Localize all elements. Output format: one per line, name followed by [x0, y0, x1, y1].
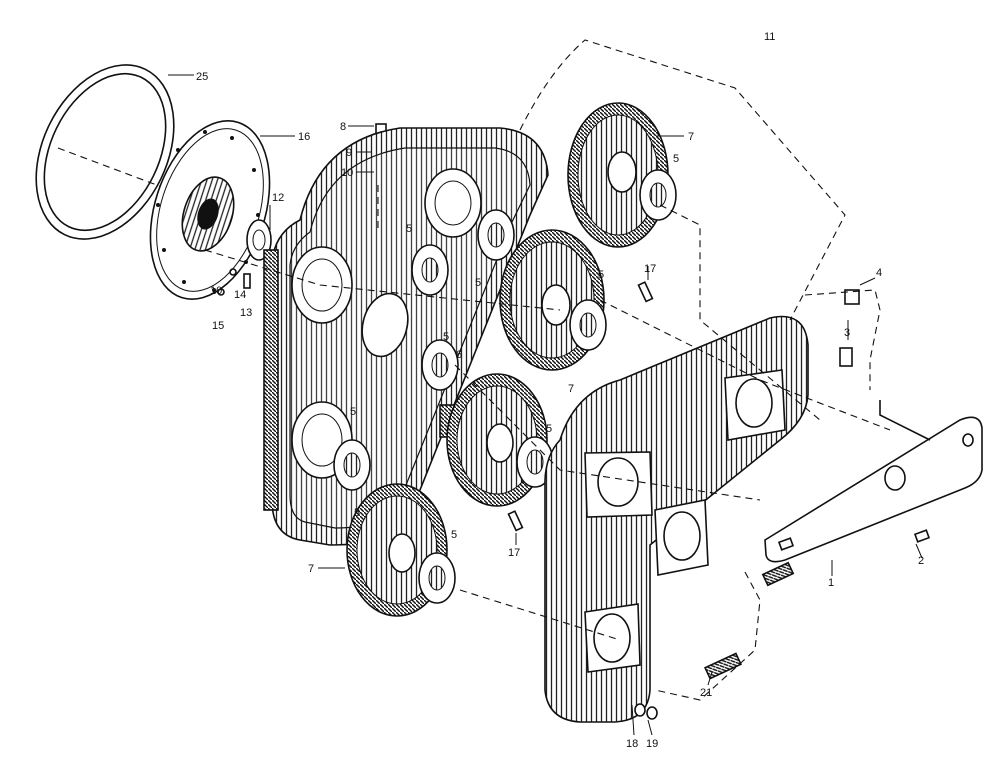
gear-upper-mid	[499, 229, 607, 371]
leader-lines	[168, 74, 923, 736]
label-21: 21	[700, 687, 712, 699]
small-bolts	[217, 268, 251, 296]
label-11: 11	[764, 31, 775, 43]
gears	[346, 102, 677, 617]
dowel-pins	[507, 281, 654, 532]
label-5h: 5	[451, 529, 457, 541]
label-19: 19	[646, 738, 658, 750]
label-14: 14	[234, 289, 246, 301]
bearing	[333, 439, 371, 491]
gear-middle	[439, 373, 554, 507]
label-9: 9	[346, 147, 352, 159]
label-5e: 5	[598, 269, 604, 281]
label-17b: 17	[508, 547, 520, 559]
label-5d: 5	[443, 331, 449, 343]
bearings	[333, 209, 515, 491]
front-cover	[544, 315, 809, 723]
label-4: 4	[876, 267, 882, 279]
label-16: 16	[298, 131, 310, 143]
label-25: 25	[196, 71, 208, 83]
gear-bottom	[346, 483, 456, 617]
label-5g: 5	[350, 406, 356, 418]
drain-plug	[634, 561, 795, 720]
bearing	[477, 209, 515, 261]
label-13: 13	[240, 307, 252, 319]
label-5f: 5	[546, 423, 552, 435]
label-5b: 5	[406, 223, 412, 235]
label-5c: 5	[475, 277, 481, 289]
bracket	[764, 400, 983, 563]
label-7a: 7	[688, 131, 694, 143]
label-2: 2	[918, 555, 924, 567]
gear-top	[567, 102, 677, 248]
part-labels: 25 16 12 10 15 14 13 8 9 10 11 7 5 5 5 5…	[196, 31, 924, 750]
label-5i: 5	[354, 507, 360, 519]
label-8: 8	[340, 121, 346, 133]
label-6: 6	[456, 349, 462, 361]
label-18: 18	[626, 738, 638, 750]
label-12: 12	[272, 192, 284, 204]
bearing	[421, 339, 459, 391]
assembly-lines	[204, 39, 891, 701]
bearing	[411, 244, 449, 296]
label-15: 15	[212, 320, 224, 332]
label-10a: 10	[210, 285, 222, 297]
label-7c: 7	[308, 563, 314, 575]
label-10b: 10	[341, 167, 353, 179]
label-17a: 17	[644, 263, 656, 275]
label-7b: 7	[568, 383, 574, 395]
label-1: 1	[828, 577, 834, 589]
sealing-ring	[35, 64, 175, 240]
label-3: 3	[844, 327, 850, 339]
bolt-and-nut	[839, 289, 860, 367]
label-5a: 5	[673, 153, 679, 165]
